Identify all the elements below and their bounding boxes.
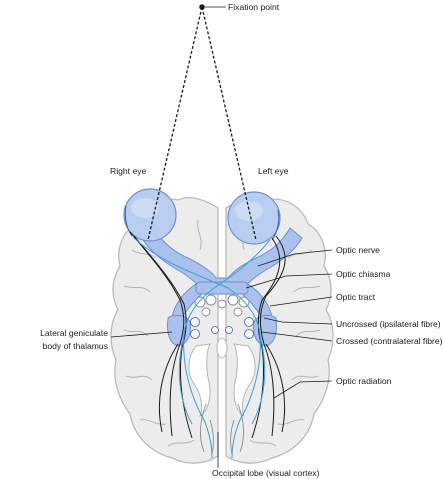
- label-optic-nerve: Optic nerve: [336, 245, 380, 255]
- label-optic-tract: Optic tract: [336, 292, 376, 302]
- occipital-lobe-outlines: [199, 403, 245, 455]
- leader-uncrossed: [263, 317, 333, 325]
- label-occipital-lobe: Occipital lobe (visual cortex): [212, 468, 320, 478]
- leader-optic-tract: [269, 296, 333, 307]
- right-hemisphere: [110, 196, 219, 464]
- label-right-eye: Right eye: [110, 166, 147, 176]
- label-uncrossed: Uncrossed (ipsilateral fibre): [336, 319, 441, 329]
- fixation-point-dot-icon: [199, 4, 205, 10]
- brain-gyri: [123, 219, 321, 447]
- label-lgn-line2: body of thalamus: [43, 341, 108, 351]
- leader-lines: [110, 249, 333, 468]
- leader-optic-chiasma: [245, 273, 333, 289]
- uncrossed-fibre-right: [129, 231, 185, 437]
- chiasma-body: [195, 281, 249, 295]
- crossed-fibre-left: [133, 237, 261, 459]
- uncrossed-fibre-left: [260, 235, 286, 437]
- label-optic-radiation: Optic radiation: [336, 376, 392, 386]
- fibres: [129, 231, 286, 459]
- leader-crossed: [261, 331, 333, 342]
- leader-lgn: [110, 331, 173, 338]
- labels: Fixation point Right eye Left eye Optic …: [40, 2, 442, 478]
- right-eye: [123, 188, 177, 242]
- label-crossed: Crossed (contralateral fibre): [336, 336, 443, 346]
- thalamic-nuclei: [190, 317, 254, 339]
- crossed-fibre-right: [183, 239, 271, 459]
- central-structures: [194, 294, 250, 317]
- ventricles: [188, 337, 256, 418]
- label-optic-chiasma: Optic chiasma: [336, 269, 391, 279]
- leader-optic-radiation: [273, 380, 333, 399]
- label-left-eye: Left eye: [258, 166, 289, 176]
- optic-nerves-and-chiasma: [141, 227, 303, 291]
- left-eye: [227, 191, 281, 245]
- leader-optic-nerve: [257, 249, 333, 267]
- label-lgn-line1: Lateral geniculate: [40, 328, 108, 338]
- label-fixation-point: Fixation point: [228, 2, 280, 12]
